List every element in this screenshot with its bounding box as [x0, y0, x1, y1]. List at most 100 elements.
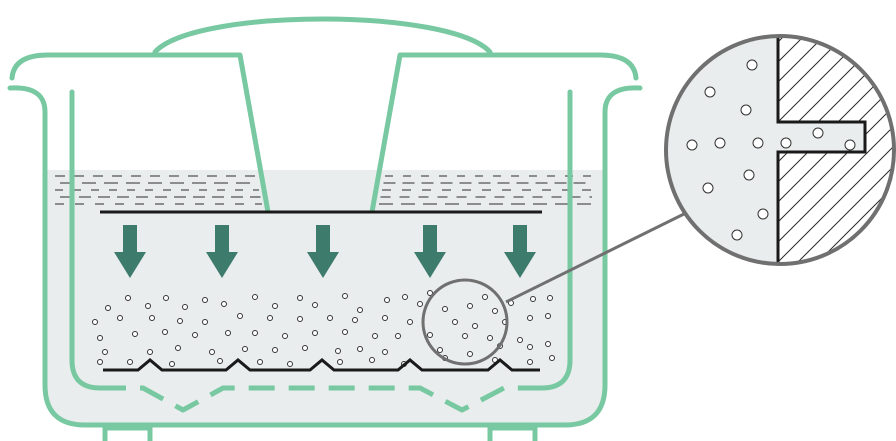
magnified-particle	[731, 229, 743, 241]
particle	[342, 329, 348, 335]
particle	[312, 330, 318, 336]
lid-dome	[152, 16, 493, 55]
magnified-particle	[746, 59, 758, 71]
particle	[97, 359, 103, 365]
particle	[517, 337, 523, 343]
particle	[147, 349, 153, 355]
particle	[287, 361, 293, 367]
particle	[442, 306, 448, 312]
particle	[182, 304, 188, 310]
particle	[382, 349, 388, 355]
particle	[547, 295, 553, 301]
magnifier-large-circle	[664, 34, 896, 266]
outer-shell	[7, 85, 643, 428]
particle	[427, 332, 433, 338]
particle	[357, 346, 363, 352]
right-foot	[487, 425, 538, 441]
particle	[467, 351, 473, 357]
particle	[169, 361, 175, 367]
particle	[337, 359, 343, 365]
particle	[527, 344, 533, 350]
particle	[402, 294, 408, 300]
particle	[382, 315, 388, 321]
liquid-surface	[55, 175, 592, 205]
particle	[202, 319, 208, 325]
particle	[105, 305, 111, 311]
perforated-bottom	[100, 385, 542, 413]
particle	[427, 290, 433, 296]
particle	[209, 349, 215, 355]
particle	[177, 318, 183, 324]
particle	[482, 294, 488, 300]
particle	[297, 316, 303, 322]
particle	[372, 333, 378, 339]
particle	[175, 345, 181, 351]
particle	[462, 333, 468, 339]
particle	[252, 330, 258, 336]
magnified-particle	[704, 86, 716, 98]
particle	[202, 297, 208, 303]
particle-layer	[92, 290, 555, 367]
magnified-particle	[812, 127, 824, 139]
filter-medium	[103, 358, 540, 372]
particle	[163, 295, 169, 301]
particle	[335, 348, 341, 354]
particle	[312, 302, 318, 308]
particle	[282, 333, 288, 339]
magnified-particle	[780, 137, 792, 149]
pressure-arrows	[114, 225, 536, 278]
particle	[162, 329, 168, 335]
magnified-particles	[686, 59, 856, 241]
magnified-particle	[740, 104, 752, 116]
particle	[272, 347, 278, 353]
particle	[102, 349, 108, 355]
magnified-wall-outline	[776, 36, 867, 264]
magnified-particle	[743, 169, 755, 181]
particle	[467, 303, 473, 309]
particle	[527, 315, 533, 321]
particle	[221, 301, 227, 307]
particle	[97, 335, 103, 341]
particle	[145, 303, 151, 309]
particle	[545, 313, 551, 319]
particle	[242, 346, 248, 352]
particle	[302, 345, 308, 351]
particle	[92, 319, 98, 325]
particle	[217, 358, 223, 364]
down-arrow-icon	[504, 225, 536, 278]
inner-right-wall	[539, 89, 573, 391]
particle	[487, 335, 493, 341]
particle	[225, 330, 231, 336]
particle	[369, 357, 375, 363]
particle	[527, 359, 533, 365]
particle	[407, 319, 413, 325]
magnified-particle	[714, 137, 726, 149]
press-left-wall	[237, 54, 271, 213]
down-arrow-icon	[414, 225, 446, 278]
magnified-particle	[686, 139, 698, 151]
particle	[297, 295, 303, 301]
particle	[327, 315, 333, 321]
particle	[342, 293, 348, 299]
particle	[549, 355, 555, 361]
particle	[237, 313, 243, 319]
particle	[437, 347, 443, 353]
particle	[192, 332, 198, 338]
down-arrow-icon	[307, 225, 339, 278]
particle	[384, 297, 390, 303]
particle	[149, 315, 155, 321]
particle	[127, 359, 133, 365]
particle	[352, 317, 358, 323]
left-rim-curl	[9, 52, 243, 81]
particle	[117, 315, 123, 321]
right-rim-curl	[397, 52, 639, 81]
particle	[545, 341, 551, 347]
particle	[395, 333, 401, 339]
particle	[472, 323, 478, 329]
magnifier-callout-line	[505, 210, 689, 304]
down-arrow-icon	[114, 225, 146, 278]
particle	[125, 295, 131, 301]
particle	[257, 359, 263, 365]
magnified-particle	[844, 139, 856, 151]
